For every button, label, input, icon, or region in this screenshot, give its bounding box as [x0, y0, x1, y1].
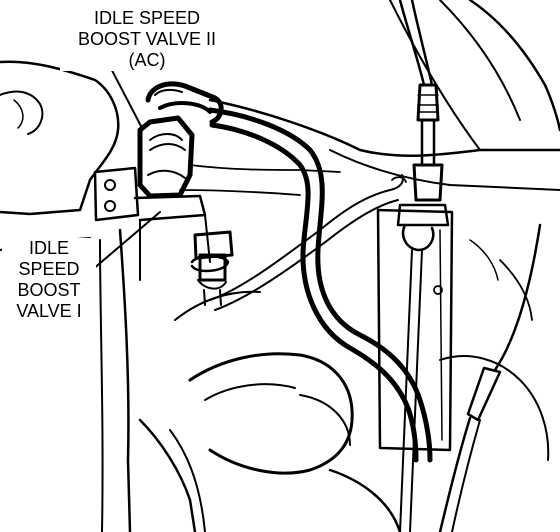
throttle-cable [376, 0, 454, 532]
callout-idle-speed-boost-valve-ii: IDLE SPEED BOOST VALVE II (AC) [60, 8, 234, 71]
callout-line: IDLE [28, 238, 70, 258]
leader-line-valve-i [91, 211, 161, 271]
callout-line: VALVE I [16, 301, 82, 321]
callout-line: SPEED [18, 259, 80, 279]
callout-line: (AC) [128, 50, 166, 70]
vacuum-hose [207, 107, 433, 463]
wiring [209, 174, 407, 311]
callout-line: BOOST VALVE II [77, 29, 217, 49]
dipstick [438, 223, 542, 532]
callout-idle-speed-boost-valve-i: IDLE SPEED BOOST VALVE I [2, 238, 96, 322]
callout-line: IDLE SPEED [93, 8, 201, 28]
callout-line: BOOST [17, 280, 81, 300]
mounting-bracket [93, 166, 211, 281]
boost-valve-i-body [190, 230, 234, 306]
boost-valve-ii-body [137, 81, 224, 199]
